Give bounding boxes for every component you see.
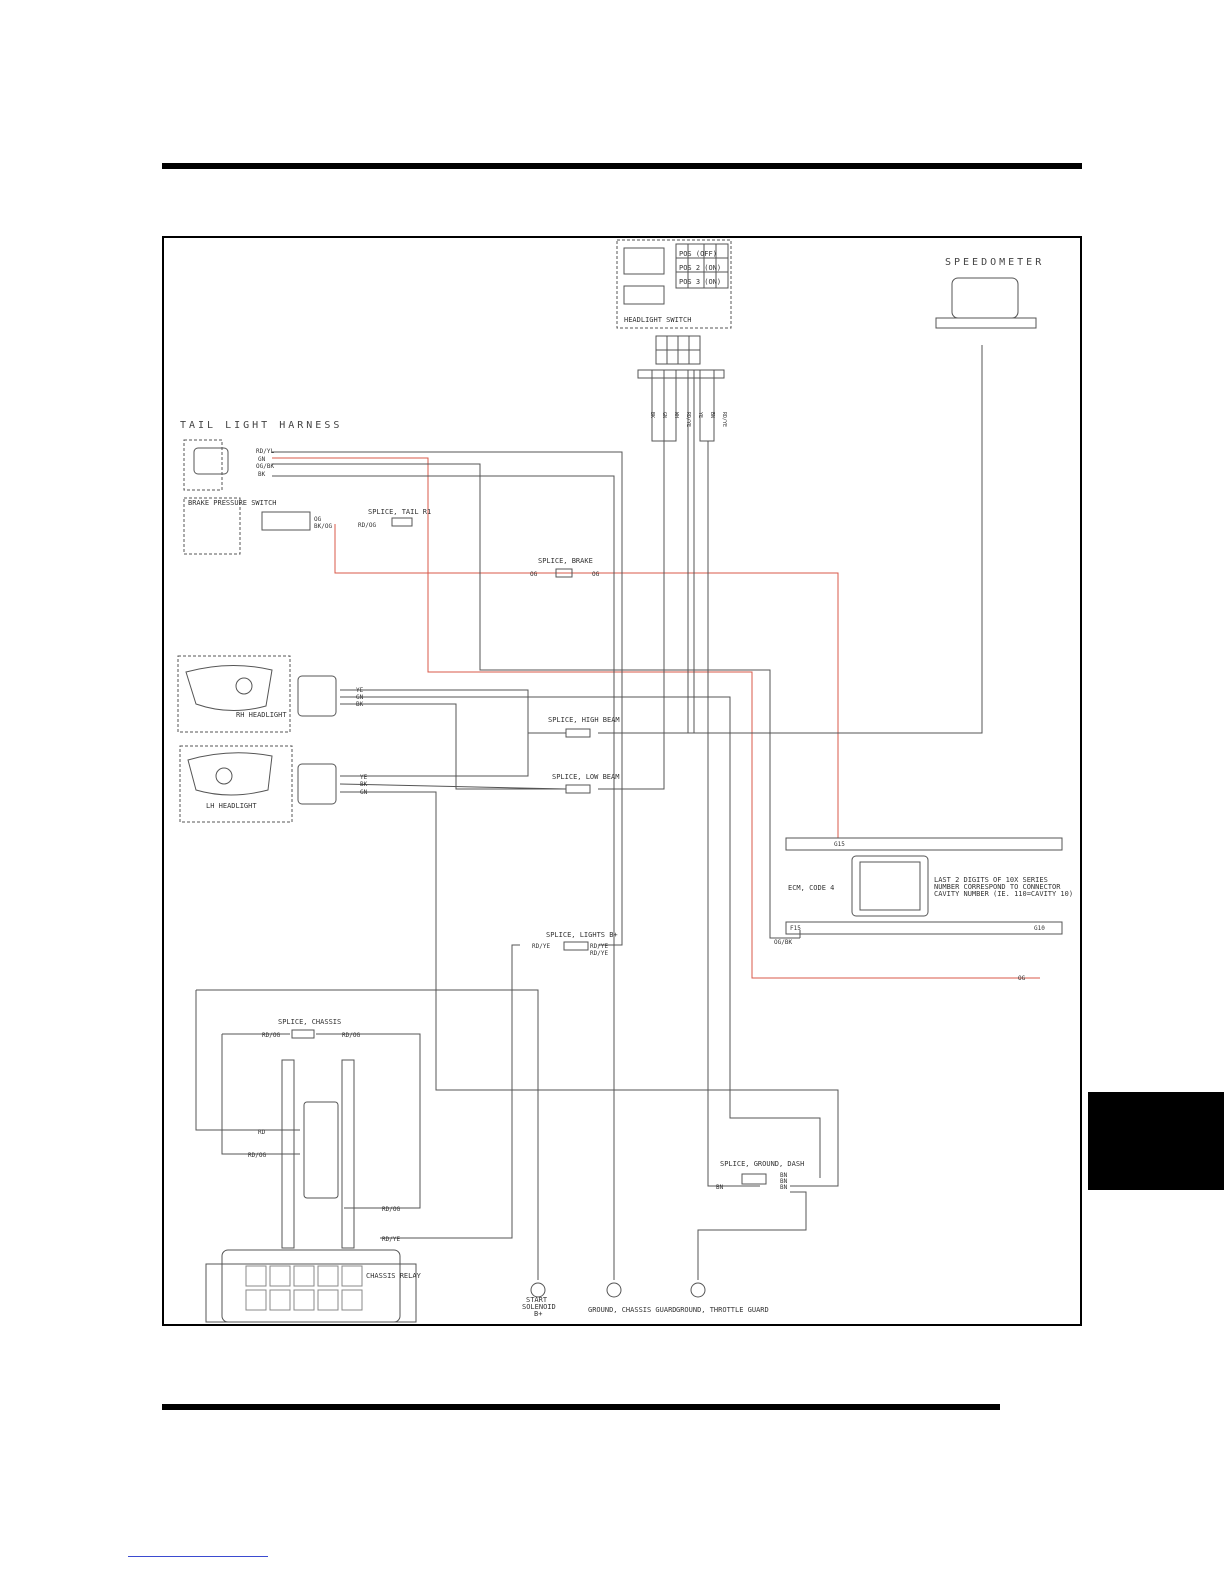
- splice-high-beam-label: SPLICE, HIGH BEAM: [548, 716, 620, 724]
- wire-label: BN: [780, 1184, 788, 1191]
- ecm-module: [785, 837, 1063, 935]
- footer-link-underline: [128, 1556, 268, 1557]
- wire-label: YE: [360, 774, 368, 781]
- wire-label: BK: [649, 412, 655, 418]
- switch-row-label: POS (OFF): [679, 250, 717, 258]
- wire-label: RD/YE: [532, 943, 550, 950]
- ecm-note-line: CAVITY NUMBER (IE. 110=CAVITY 10): [934, 890, 1073, 898]
- wire-label: GN: [258, 456, 266, 463]
- ground-throttle-label: GROUND, THROTTLE GUARD: [676, 1306, 769, 1314]
- switch-row-label: POS 2 (ON): [679, 264, 721, 272]
- section-tab: [1088, 1092, 1224, 1190]
- fuse-box-relay-label: CHASSIS RELAY: [366, 1272, 422, 1280]
- black-wires: [195, 345, 983, 1280]
- splice-low-beam-label: SPLICE, LOW BEAM: [552, 773, 619, 781]
- wire-label: RD/YL: [256, 448, 274, 455]
- wire-label: OG: [314, 516, 322, 523]
- wire-label: OG: [1018, 975, 1026, 982]
- wire-label: BN: [780, 1172, 788, 1179]
- wire-label: RD/YE: [685, 412, 691, 427]
- wire-label: RD/OG: [342, 1032, 360, 1039]
- wire-label: RD/OG: [382, 1206, 400, 1213]
- fuse-box-assembly: [205, 1059, 417, 1323]
- start-solenoid-label: START: [526, 1296, 548, 1304]
- wire-label: RD: [258, 1129, 266, 1136]
- wire-label: RD/OG: [358, 522, 376, 529]
- switch-row-label: POS 3 (ON): [679, 278, 721, 286]
- rh-headlight-label: RH HEADLIGHT: [236, 711, 287, 719]
- wire-label: WH: [673, 412, 679, 418]
- wire-label: OG/BK: [256, 463, 274, 470]
- red-wires: [272, 457, 1040, 979]
- speedometer-connector: [935, 277, 1037, 329]
- wire-label: BK: [258, 471, 266, 478]
- wire-label: BN: [709, 412, 715, 418]
- wire-label: YE: [356, 687, 364, 694]
- wire-label: GN: [356, 694, 364, 701]
- wire-label: GN: [661, 412, 667, 418]
- splice-chassis-label: SPLICE, CHASSIS: [278, 1018, 341, 1026]
- splice-tail-label: SPLICE, TAIL R1: [368, 508, 431, 516]
- wire-label: BK/OG: [314, 523, 332, 530]
- splice-ground-dash-label: SPLICE, GROUND, DASH: [720, 1160, 804, 1168]
- start-solenoid-label: SOLENOID: [522, 1303, 556, 1311]
- top-rule: [162, 163, 1082, 169]
- lh-headlight-label: LH HEADLIGHT: [206, 802, 257, 810]
- wire-label: RD/YE: [590, 943, 608, 950]
- wire-label: BN: [780, 1178, 788, 1185]
- wire-label: OG: [592, 571, 600, 578]
- splice-lights-label: SPLICE, LIGHTS B+: [546, 931, 618, 939]
- ground-chassis-label: GROUND, CHASSIS GUARD: [588, 1306, 677, 1314]
- headlight-switch-label: HEADLIGHT SWITCH: [624, 316, 691, 324]
- wire-label: OG/BK: [774, 939, 792, 946]
- ground-terminals: [530, 1282, 706, 1298]
- wire-label: RD/YE: [382, 1236, 400, 1243]
- wire-label: RD/OG: [262, 1032, 280, 1039]
- wire-label: BK: [360, 781, 368, 788]
- tail-light-harness-title: TAIL LIGHT HARNESS: [180, 420, 342, 431]
- ecm-note-line: LAST 2 DIGITS OF 10X SERIES: [934, 876, 1048, 884]
- wire-label: F15: [790, 925, 801, 932]
- diagram-frame: [162, 236, 1082, 1326]
- wire-label: RD/YE: [590, 950, 608, 957]
- wire-label: BK: [356, 701, 364, 708]
- wire-label: RD/OG: [248, 1152, 266, 1159]
- start-solenoid-label: B+: [534, 1310, 542, 1318]
- bottom-rule: [162, 1404, 1000, 1410]
- wire-label: BN: [716, 1184, 724, 1191]
- speedometer-title: SPEEDOMETER: [945, 257, 1044, 268]
- brake-switch-label: BRAKE PRESSURE SWITCH: [188, 499, 277, 507]
- wire-label: YE: [697, 412, 703, 418]
- splice-brake-label: SPLICE, BRAKE: [538, 557, 593, 565]
- wire-label: GN: [360, 789, 368, 796]
- ecm-note-line: NUMBER CORRESPOND TO CONNECTOR: [934, 883, 1061, 891]
- splice-blocks: [291, 568, 767, 1185]
- headlight-assemblies: [177, 655, 337, 823]
- wire-label: G10: [1034, 925, 1045, 932]
- tail-light-connector: [183, 439, 413, 555]
- wire-label: RD/YE: [721, 412, 727, 427]
- wire-label: G15: [834, 841, 845, 848]
- wire-label: OG: [530, 571, 538, 578]
- ecm-label: ECM, CODE 4: [788, 884, 834, 892]
- headlight-switch-box: [616, 239, 732, 379]
